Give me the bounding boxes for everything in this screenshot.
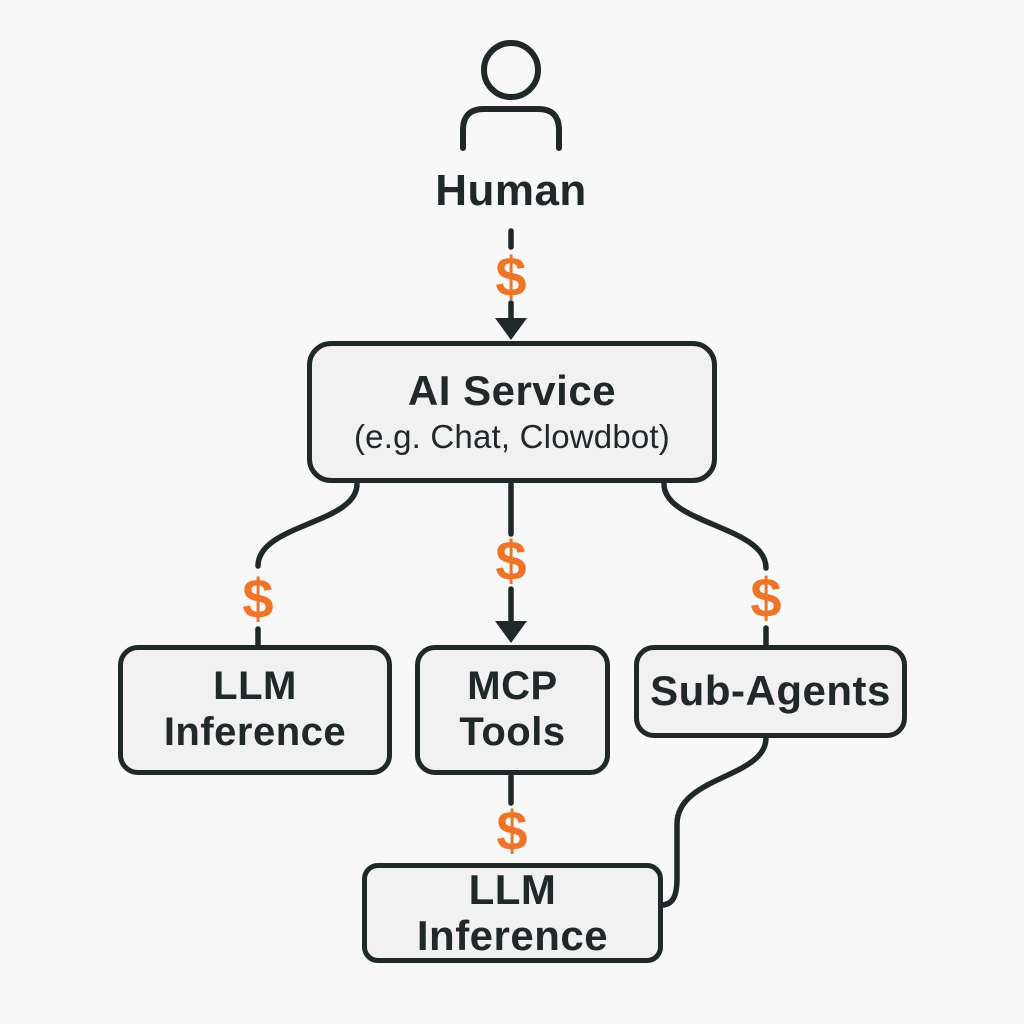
cost-marker-ai-subagents: $ — [750, 566, 782, 629]
edge-ai-llm-curve — [255, 481, 360, 569]
llm-inference-line2: Inference — [163, 710, 347, 754]
edge-subagents-llm2-curve — [658, 735, 769, 908]
node-sub-agents: Sub-Agents — [634, 645, 907, 738]
llm-inference-line1: LLM — [213, 664, 297, 709]
edge-ai-mcp-arrowhead — [495, 621, 527, 643]
cost-marker-mcp-llm2: $ — [496, 799, 528, 862]
edge-human-ai-arrowhead — [495, 318, 527, 340]
human-label: Human — [435, 166, 587, 215]
edge-ai-subagents-curve — [661, 481, 769, 571]
ai-service-title: AI Service — [407, 366, 617, 414]
cost-marker-ai-llm: $ — [242, 567, 274, 630]
mcp-tools-line2: Tools — [459, 710, 566, 754]
node-llm-inference: LLM Inference — [118, 645, 392, 775]
node-mcp-tools: MCP Tools — [415, 645, 610, 775]
cost-marker-ai-mcp: $ — [495, 529, 527, 592]
node-llm-inference-bottom: LLM Inference — [362, 863, 663, 963]
node-ai-service: AI Service (e.g. Chat, Clowdbot) — [307, 341, 717, 483]
cost-marker-human-ai: $ — [495, 245, 527, 308]
sub-agents-title: Sub-Agents — [650, 667, 891, 715]
ai-service-subtitle: (e.g. Chat, Clowdbot) — [353, 418, 670, 456]
llm-inference-bottom-title: LLM Inference — [416, 865, 609, 959]
person-icon-shoulders — [460, 106, 562, 151]
mcp-tools-line1: MCP — [467, 664, 558, 709]
person-icon-head — [481, 40, 541, 100]
